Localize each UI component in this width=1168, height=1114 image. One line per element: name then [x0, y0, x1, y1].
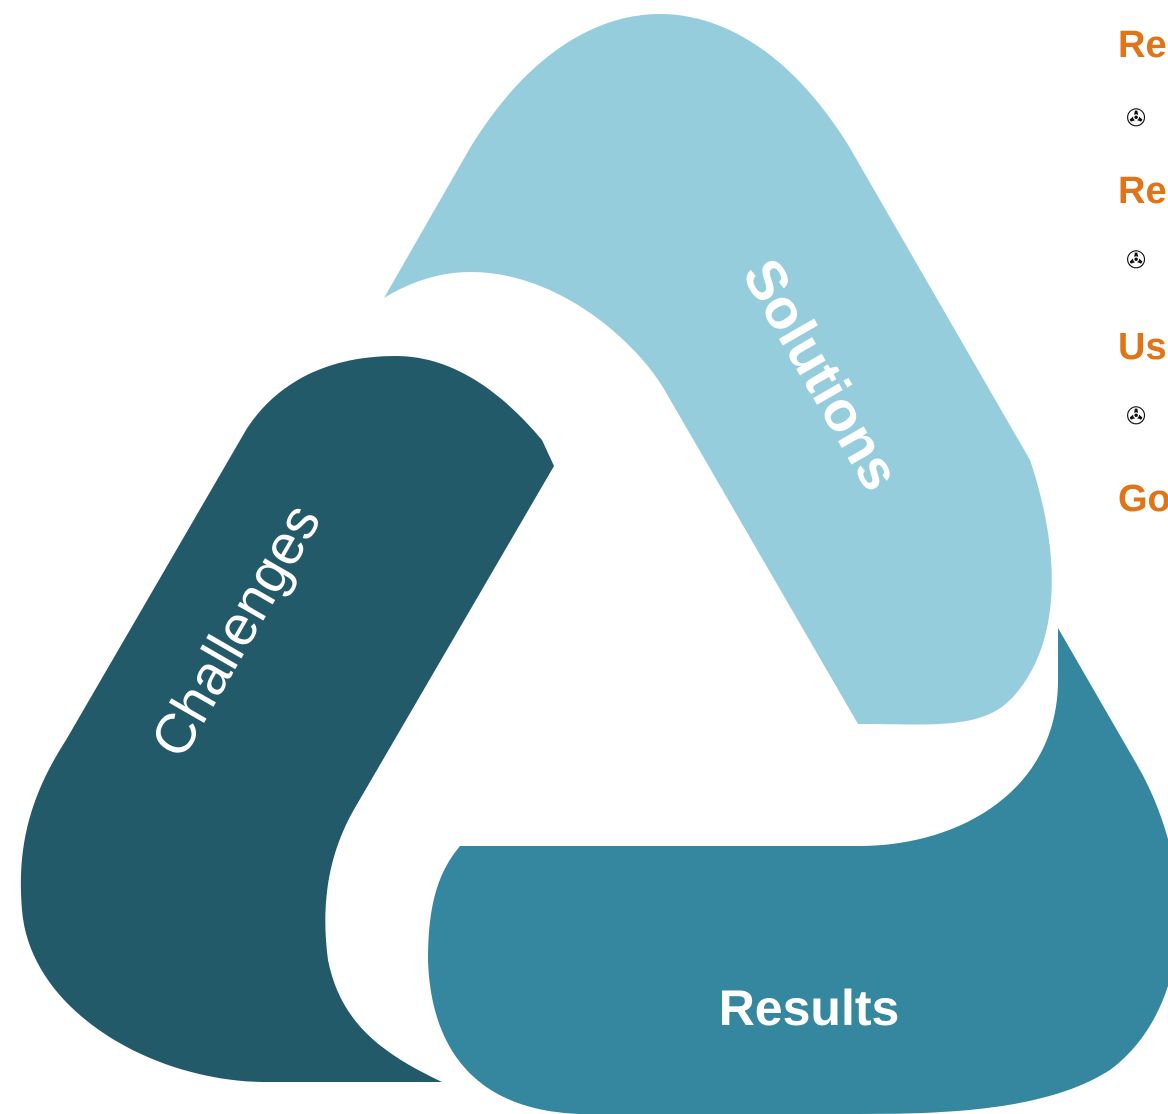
- side-heading-4: Go: [1118, 478, 1168, 520]
- aperture-icon: ✇: [1126, 402, 1147, 430]
- side-heading-1: Re: [1118, 24, 1167, 66]
- solutions-segment: [384, 14, 1052, 725]
- results-segment: [428, 628, 1168, 1114]
- results-label: Results: [719, 980, 900, 1036]
- side-heading-2: Re: [1118, 170, 1167, 212]
- aperture-icon: ✇: [1126, 104, 1147, 132]
- aperture-icon: ✇: [1126, 246, 1147, 274]
- side-heading-3: Us: [1118, 326, 1167, 368]
- challenges-segment: [20, 356, 554, 1082]
